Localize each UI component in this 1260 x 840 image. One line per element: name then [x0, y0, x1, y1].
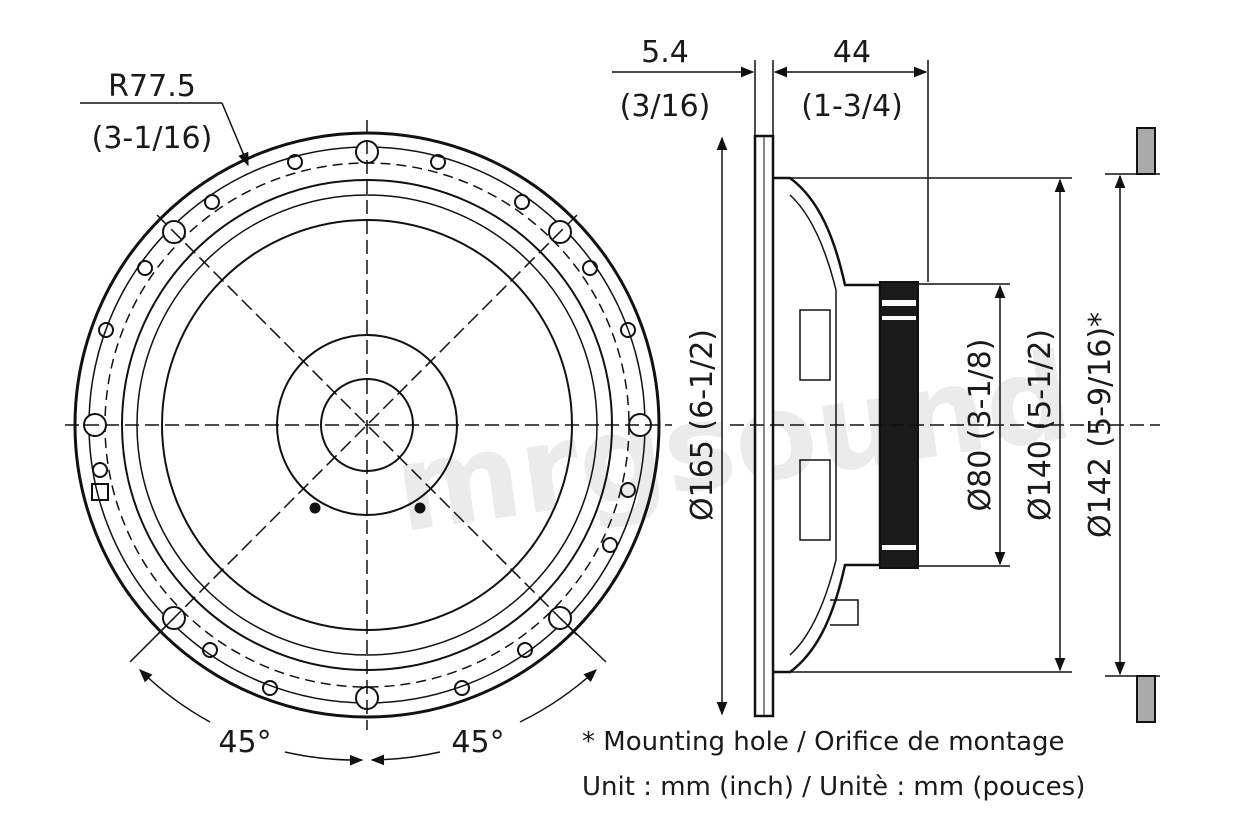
small-hole [92, 462, 108, 478]
small-hole [514, 194, 530, 210]
small-hole [620, 482, 636, 498]
small-hole [137, 260, 153, 276]
cutout-diameter-label: Ø142 (5-9/16)* [1083, 312, 1118, 538]
terminal-dot [309, 502, 321, 514]
angle-extension-line [129, 617, 175, 663]
small-hole [202, 642, 218, 658]
cone-diameter-label: Ø140 (5-1/2) [1023, 329, 1058, 521]
magnet-stripe [882, 316, 916, 320]
small-hole [517, 642, 533, 658]
flange-thickness-label: 5.4 [641, 35, 689, 70]
angle-arc-left-b [284, 751, 364, 766]
radius-label: R77.5 [108, 69, 196, 104]
small-hole [602, 537, 618, 553]
magnet-stripe [882, 545, 916, 550]
angle-extension-line [559, 617, 607, 663]
small-hole [454, 680, 470, 696]
outer-diameter-label: Ø165 (6-1/2) [685, 329, 720, 521]
angle-arc-right-b [519, 669, 597, 723]
angle-arc-right-a [370, 751, 441, 766]
small-square-hole [91, 483, 109, 501]
small-hole [98, 322, 114, 338]
front-view [65, 102, 672, 766]
small-hole [620, 322, 636, 338]
basket-window [799, 459, 831, 541]
mounting-hole-note: * Mounting hole / Orifice de montage [582, 727, 1065, 757]
panel-section-bottom [1136, 675, 1156, 723]
angle-label-right: 45° [451, 725, 504, 760]
magnet-stripe [882, 300, 916, 306]
depth-label-inch: (1-3/4) [801, 89, 903, 124]
radius-label-inch: (3-1/16) [92, 121, 213, 156]
unit-note: Unit : mm (inch) / Unitè : mm (pouces) [582, 772, 1085, 802]
small-hole [287, 154, 303, 170]
angle-label-left: 45° [218, 725, 271, 760]
flange-thickness-label-inch: (3/16) [620, 89, 711, 124]
basket-window [799, 309, 831, 381]
small-hole [204, 194, 220, 210]
magnet-diameter-label: Ø80 (3-1/8) [963, 339, 998, 512]
radius-leader-arrow [221, 102, 249, 167]
small-hole [582, 260, 598, 276]
depth-label: 44 [833, 35, 871, 70]
angle-arc-left-a [139, 669, 211, 723]
panel-section-top [1136, 127, 1156, 175]
terminal-dot [414, 502, 426, 514]
small-hole [262, 680, 278, 696]
side-view [612, 60, 1160, 723]
small-hole [430, 154, 446, 170]
terminal-tab [830, 599, 859, 626]
